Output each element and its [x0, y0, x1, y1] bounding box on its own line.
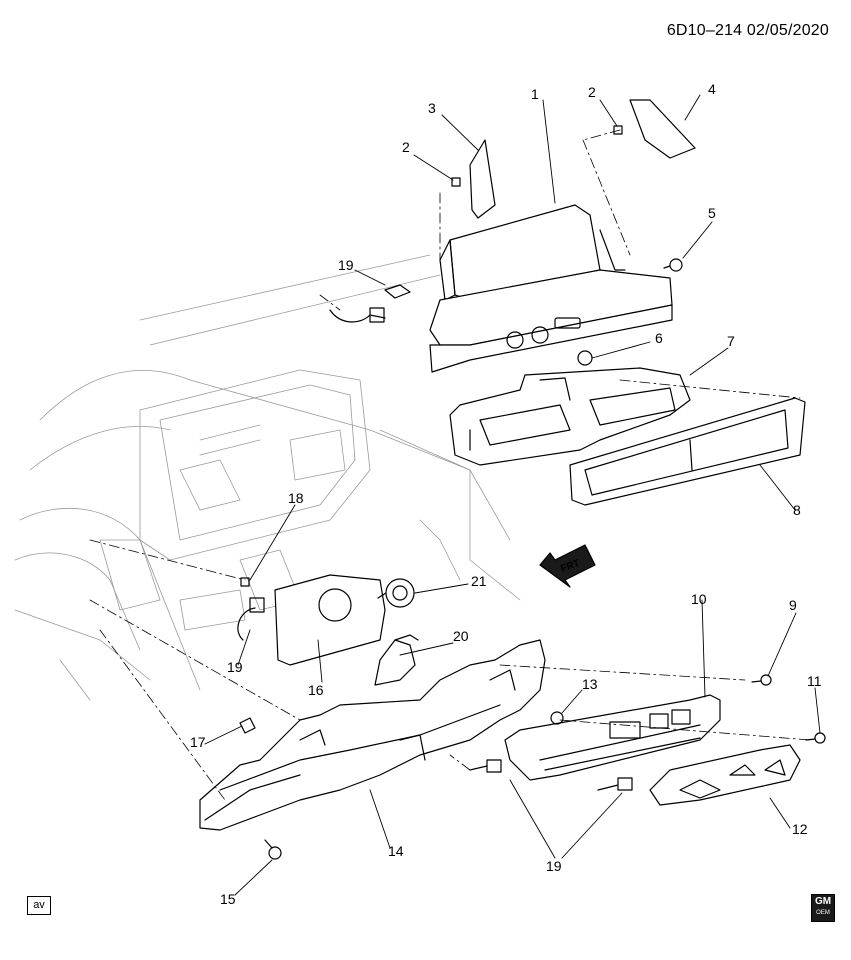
front-direction-arrow [539, 544, 596, 588]
callout-11: 11 [807, 673, 822, 689]
callout-7: 7 [727, 333, 735, 349]
callout-19-bottom: 19 [546, 858, 562, 874]
callout-2-right: 2 [588, 84, 596, 100]
part-nut-13 [550, 711, 564, 725]
callout-6: 6 [655, 330, 663, 346]
part-start-switch [377, 578, 415, 608]
callout-19-left: 19 [227, 659, 243, 675]
callout-17: 17 [190, 734, 206, 750]
callout-1: 1 [531, 86, 539, 102]
callout-16: 16 [308, 682, 324, 698]
gm-logo: GM OEM [811, 894, 835, 922]
callout-14: 14 [388, 843, 404, 859]
part-clip-17 [239, 717, 256, 734]
part-clip-left [451, 177, 461, 187]
gm-logo-sub: OEM [816, 910, 830, 916]
part-screw-9 [751, 674, 772, 686]
part-vent-bezel [569, 397, 806, 506]
part-connector-right [597, 777, 633, 791]
part-clip-right [613, 125, 623, 135]
part-display [429, 204, 673, 373]
callout-3: 3 [428, 100, 436, 116]
part-right-trim [629, 99, 696, 159]
part-clip-18 [240, 577, 250, 587]
callout-12: 12 [792, 821, 808, 837]
part-console-trim [199, 639, 546, 831]
part-connector-top [329, 284, 411, 323]
part-sensor [374, 634, 419, 686]
callout-18: 18 [288, 490, 304, 506]
part-screw-11 [805, 732, 826, 744]
dashboard-outline [14, 254, 521, 701]
alignment-lines [89, 129, 811, 801]
part-control-panel [504, 694, 721, 781]
part-vent-assembly [449, 367, 691, 466]
callout-21: 21 [471, 573, 487, 589]
callout-2-left: 2 [402, 139, 410, 155]
gm-logo-text: GM [814, 896, 832, 907]
callout-labels: 1 2 2 3 4 5 6 7 8 9 10 11 12 13 14 15 16… [190, 81, 822, 907]
callout-13: 13 [582, 676, 598, 692]
callout-9: 9 [789, 597, 797, 613]
callout-10: 10 [691, 591, 707, 607]
part-left-trim [469, 139, 496, 219]
callout-20: 20 [453, 628, 469, 644]
part-switch-panel [649, 744, 801, 806]
part-connector-mid [469, 759, 502, 773]
part-screw-5 [663, 258, 683, 272]
callout-4: 4 [708, 81, 716, 97]
callout-15: 15 [220, 891, 236, 907]
callout-5: 5 [708, 205, 716, 221]
part-nut-6 [577, 350, 593, 366]
part-screw-15 [264, 839, 282, 860]
part-switch-bezel [274, 574, 386, 666]
diagram-code: 6D10–214 02/05/2020 [666, 22, 829, 39]
callout-19-top: 19 [338, 257, 354, 273]
av-label: av [27, 896, 51, 915]
callout-8: 8 [793, 502, 801, 518]
part-connector-left [237, 597, 265, 641]
leader-lines [204, 94, 821, 896]
